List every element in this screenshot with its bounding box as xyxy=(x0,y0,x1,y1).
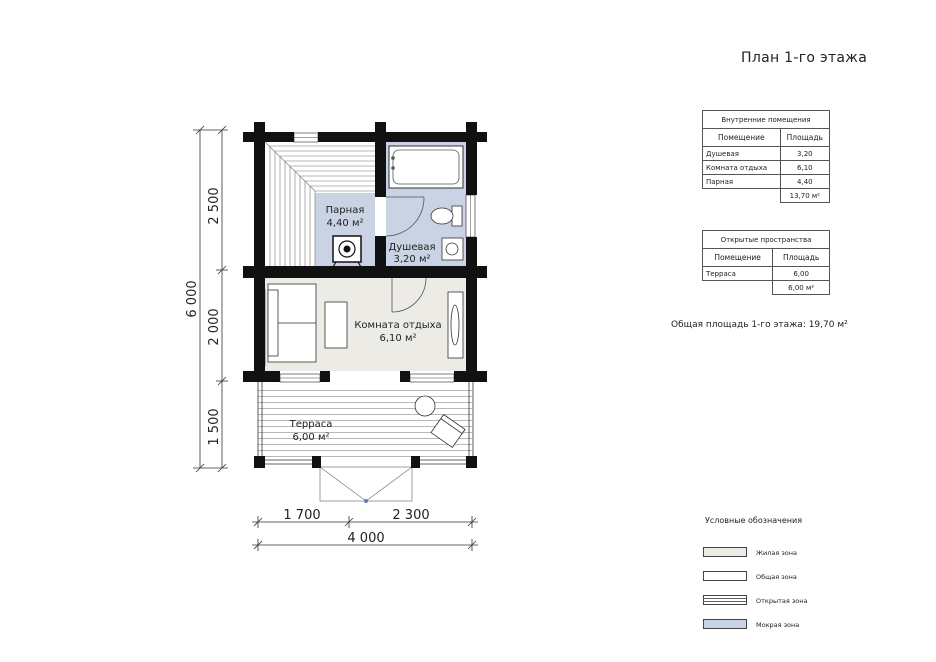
toilet xyxy=(430,205,463,227)
open-spaces-table: Открытые пространства Помещение Площадь … xyxy=(701,230,830,295)
plan-title: План 1-го этажа xyxy=(741,50,868,66)
dimension-width-2: 2 300 xyxy=(392,508,429,523)
dimension-width-1: 1 700 xyxy=(283,508,320,523)
wall-cabinet xyxy=(447,291,464,359)
room-name-lounge: Комната отдыха xyxy=(354,320,441,331)
table-row: Парная 4,40 xyxy=(702,174,831,189)
dimension-height-1: 2 500 xyxy=(207,187,222,224)
terrace-railing xyxy=(257,382,474,465)
sauna-stove xyxy=(329,235,365,273)
legend-title: Условные обозначения xyxy=(705,516,803,525)
terrace-round-table xyxy=(414,395,436,417)
washbasin xyxy=(441,237,464,261)
legend-swatch-wet xyxy=(703,619,747,629)
room-name-terrace: Терраса xyxy=(289,419,333,430)
legend-swatch-open xyxy=(703,595,747,605)
interior-rooms-table: Внутренние помещения Помещение Площадь Д… xyxy=(702,110,831,203)
legend-label-common: Общая зона xyxy=(756,573,797,581)
sofa xyxy=(267,283,317,363)
dimension-total-height: 6 000 xyxy=(185,280,200,317)
vertical-dimensions xyxy=(193,125,228,473)
legend-label-wet: Мокрая зона xyxy=(756,621,800,629)
terrace-steps xyxy=(319,466,413,502)
legend-label-living: Жилая зона xyxy=(756,549,798,557)
entrance-marker xyxy=(364,499,368,503)
table-total: 6,00 м² xyxy=(772,280,830,295)
terrace-floor xyxy=(258,386,472,457)
shower-door xyxy=(385,196,425,237)
table-row: Комната отдыха 6,10 xyxy=(702,160,831,175)
legend-label-open: Открытая зона xyxy=(756,597,808,605)
total-floor-area: Общая площадь 1-го этажа: 19,70 м² xyxy=(671,320,848,330)
dimension-height-2: 2 000 xyxy=(207,308,222,345)
room-name-shower: Душевая xyxy=(388,242,435,253)
room-area-terrace: 6,00 м² xyxy=(293,432,330,443)
horizontal-dimensions xyxy=(252,516,478,551)
table-total: 13,70 м² xyxy=(779,188,831,203)
lounge-door xyxy=(391,277,427,313)
room-area-steam-room: 4,40 м² xyxy=(327,218,364,229)
room-area-shower: 3,20 м² xyxy=(394,254,431,265)
legend-swatch-common xyxy=(703,571,747,581)
room-area-lounge: 6,10 м² xyxy=(380,333,417,344)
dimension-total-width: 4 000 xyxy=(347,531,384,546)
table-total-row: 6,00 м² xyxy=(702,280,830,295)
bathtub xyxy=(388,145,464,189)
dimension-height-3: 1 500 xyxy=(207,408,222,445)
table-cell-area: 4,40 xyxy=(779,174,831,189)
coffee-table xyxy=(324,301,348,349)
table-total-row: 13,70 м² xyxy=(702,188,831,203)
sauna-benches xyxy=(264,141,375,266)
legend-swatch-living xyxy=(703,547,747,557)
terrace-armchair xyxy=(430,413,466,449)
log-walls xyxy=(243,122,487,468)
room-name-steam-room: Парная xyxy=(326,205,365,216)
